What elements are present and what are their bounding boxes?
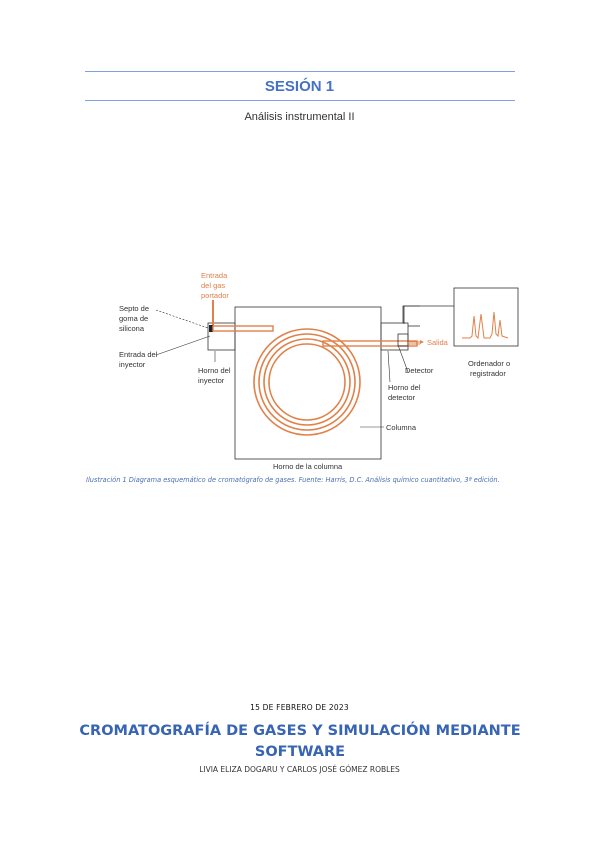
label-septum-3: silicona: [119, 324, 145, 333]
gas-chromatograph-diagram: [207, 300, 420, 460]
label-gas-inlet-3: portador: [201, 291, 229, 300]
label-detector-oven-2: detector: [388, 393, 416, 402]
label-column-oven: Horno de la columna: [273, 462, 343, 471]
column-oven-box: [234, 306, 382, 460]
label-detector: Detector: [405, 366, 434, 375]
label-detector-oven-1: Horno del: [388, 383, 421, 392]
label-gas-inlet-1: Entrada: [201, 271, 228, 280]
label-column: Columna: [386, 423, 417, 432]
cover-date: 15 DE FEBRERO DE 2023: [250, 703, 349, 712]
label-computer-2: registrador: [470, 369, 506, 378]
detector-oven-leader: [387, 350, 391, 383]
cover-authors: LIVIA ELIZA DOGARU Y CARLOS JOSÉ GÓMEZ R…: [199, 765, 400, 774]
figure-caption: Ilustración 1 Diagrama esquemático de cr…: [86, 476, 500, 484]
detector-signal-line: [402, 305, 420, 323]
injector-tube: [212, 325, 274, 332]
outlet-arrowhead: [420, 340, 424, 344]
column-coil: [253, 328, 361, 436]
cover-title: CROMATOGRAFÍA DE GASES Y SIMULACIÓN MEDI…: [79, 723, 521, 760]
label-gas-inlet-2: del gas: [201, 281, 225, 290]
label-injector-inlet-2: inyector: [119, 360, 146, 369]
session-subtitle: Análisis instrumental II: [244, 111, 355, 123]
detector-leader: [397, 344, 409, 373]
label-septum-2: goma de: [119, 314, 148, 323]
label-injector-oven-1: Horno del: [198, 366, 231, 375]
label-computer-1: Ordenador o: [468, 359, 510, 368]
label-septum-1: Septo de: [119, 304, 149, 313]
label-injector-oven-2: inyector: [198, 376, 225, 385]
recorder-box: [453, 287, 519, 347]
session-title: SESIÓN 1: [264, 78, 335, 95]
septum-leader: [155, 309, 209, 329]
septum: [209, 325, 213, 332]
title-rule: [85, 100, 515, 101]
chromatogram-peaks: [462, 311, 509, 340]
label-injector-inlet-1: Entrada del: [119, 350, 158, 359]
injector-inlet-leader: [155, 335, 211, 356]
signal-line: [403, 305, 454, 324]
label-outlet: Salida: [427, 338, 449, 347]
detector-cell: [397, 333, 409, 347]
top-rule: [85, 71, 515, 72]
